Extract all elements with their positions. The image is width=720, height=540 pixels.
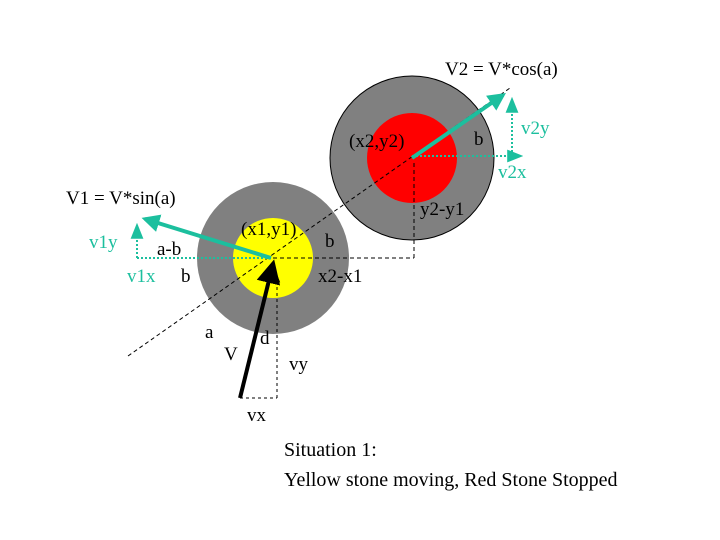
v1y-label: v1y bbox=[89, 232, 118, 253]
d-label: d bbox=[260, 328, 270, 349]
v1-arrow bbox=[141, 214, 272, 260]
yellow-center-label: (x1,y1) bbox=[241, 219, 296, 240]
velocity-v-label: V bbox=[224, 344, 238, 365]
caption-line-2: Yellow stone moving, Red Stone Stopped bbox=[284, 469, 618, 491]
v1x-label: v1x bbox=[127, 266, 156, 287]
angle-a-label: a bbox=[205, 322, 214, 343]
red-center-label: (x2,y2) bbox=[349, 131, 404, 152]
v1-equation-label: V1 = V*sin(a) bbox=[66, 188, 176, 209]
angle-b-left-label: b bbox=[181, 266, 191, 287]
v2y-label: v2y bbox=[521, 118, 550, 139]
v2x-label: v2x bbox=[498, 162, 527, 183]
a-minus-b-label: a-b bbox=[157, 239, 181, 260]
velocity-v-arrow bbox=[238, 259, 281, 399]
angle-b-mid-label: b bbox=[325, 231, 335, 252]
caption-line-1: Situation 1: bbox=[284, 439, 377, 461]
v2-arrow bbox=[410, 92, 506, 160]
vx-label: vx bbox=[247, 405, 267, 426]
v2-equation-label: V2 = V*cos(a) bbox=[445, 59, 558, 80]
y2-y1-label: y2-y1 bbox=[420, 199, 464, 220]
vy-label: vy bbox=[289, 354, 309, 375]
angle-b-top-label: b bbox=[474, 129, 484, 150]
x2-x1-label: x2-x1 bbox=[318, 266, 362, 287]
